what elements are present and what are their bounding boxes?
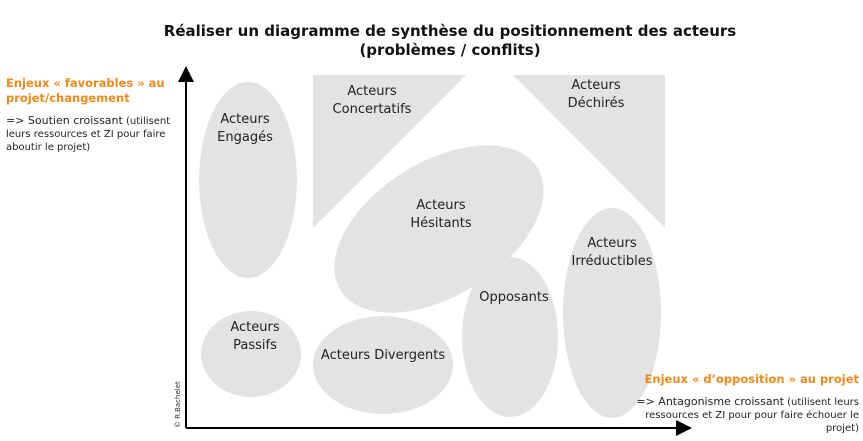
label-line: Acteurs — [347, 84, 397, 99]
label-line: Engagés — [217, 130, 273, 145]
label-line: Acteurs — [220, 112, 270, 127]
y-axis-desc-main: => Soutien croissant — [6, 114, 123, 127]
label-line: Passifs — [233, 338, 277, 353]
label-line: Acteurs — [571, 78, 621, 93]
label-line: Irréductibles — [571, 254, 653, 269]
shape-opposants — [462, 257, 558, 417]
title-line-2: (problèmes / conflits) — [359, 41, 541, 59]
y-axis-description: => Soutien croissant (utilisent leurs re… — [6, 114, 181, 154]
x-axis-legend: Enjeux « d’opposition » au projet => Ant… — [629, 372, 859, 435]
shape-acteurs-dechires — [513, 75, 665, 228]
y-axis-title-line-1: Enjeux « favorables » au — [6, 76, 165, 90]
x-axis-description: => Antagonisme croissant (utilisent leur… — [629, 395, 859, 435]
label-acteurs-irreductibles: Acteurs Irréductibles — [572, 235, 653, 271]
x-axis-desc-main: => Antagonisme croissant — [636, 395, 784, 408]
label-acteurs-hesitants: Acteurs Hésitants — [410, 197, 471, 233]
shape-acteurs-irreductibles — [563, 208, 661, 418]
diagram-title: Réaliser un diagramme de synthèse du pos… — [150, 22, 750, 60]
label-line: Opposants — [479, 290, 549, 305]
label-acteurs-concertatifs: Acteurs Concertatifs — [333, 83, 412, 119]
label-line: Concertatifs — [332, 102, 412, 117]
label-acteurs-divergents: Acteurs Divergents — [321, 347, 445, 365]
label-line: Acteurs — [230, 320, 280, 335]
label-acteurs-engages: Acteurs Engagés — [217, 111, 273, 147]
label-opposants: Opposants — [479, 289, 549, 307]
title-line-1: Réaliser un diagramme de synthèse du pos… — [163, 22, 737, 40]
label-line: Acteurs Divergents — [320, 348, 446, 363]
shape-acteurs-engages — [199, 82, 297, 278]
shape-acteurs-passifs — [201, 311, 301, 397]
label-acteurs-dechires: Acteurs Déchirés — [568, 77, 625, 113]
copyright-notice: © R.Bachelet — [174, 381, 182, 428]
label-acteurs-passifs: Acteurs Passifs — [230, 319, 279, 355]
x-axis-desc-detail: (utilisent leurs ressources et ZI pour p… — [645, 397, 859, 434]
y-axis-title: Enjeux « favorables » au projet/changeme… — [6, 76, 181, 106]
label-line: Acteurs — [587, 236, 637, 251]
y-axis-title-line-2: projet/changement — [6, 91, 130, 105]
label-line: Acteurs — [416, 198, 466, 213]
label-line: Déchirés — [567, 96, 625, 111]
y-axis-legend: Enjeux « favorables » au projet/changeme… — [6, 76, 181, 154]
label-line: Hésitants — [410, 216, 472, 231]
shape-acteurs-divergents — [313, 316, 453, 414]
shape-acteurs-concertatifs — [313, 75, 466, 228]
y-axis-desc-detail: (utilisent leurs ressources et ZI pour f… — [6, 116, 171, 153]
x-axis-title: Enjeux « d’opposition » au projet — [644, 372, 859, 386]
